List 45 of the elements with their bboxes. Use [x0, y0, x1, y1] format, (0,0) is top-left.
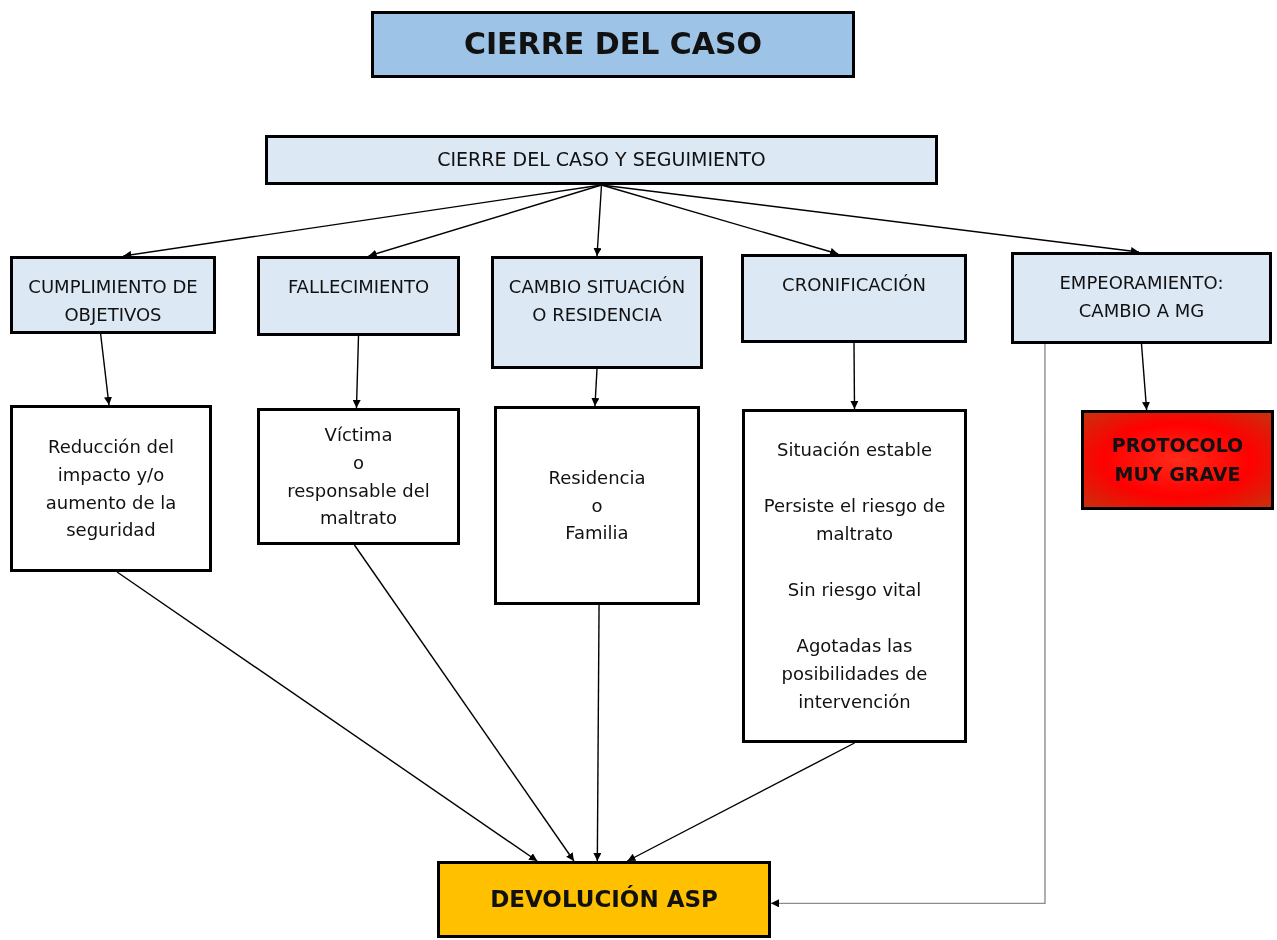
alert-box: [1081, 410, 1274, 510]
node-text: Residencia: [548, 465, 646, 490]
node-text: responsable del maltrato: [286, 478, 431, 531]
node-text: Situación estable: [777, 438, 932, 463]
node-text: FALLECIMIENTO: [287, 275, 430, 299]
node-text: Reducción del impacto y/o aumento de la seguridad: [44, 434, 178, 543]
node-text: Víctima: [324, 422, 393, 447]
outcome-box: [10, 405, 212, 572]
category-box: [1011, 252, 1272, 344]
arrow: [116, 571, 538, 862]
node-text: DEVOLUCIÓN ASP: [490, 884, 718, 914]
process-box: [265, 135, 938, 185]
arrow: [770, 343, 1046, 908]
arrow: [626, 742, 856, 862]
category-box: [257, 256, 460, 336]
node-text: o: [591, 493, 603, 518]
node-text: Familia: [565, 521, 629, 546]
result-box: [437, 861, 771, 938]
category-box: [10, 256, 216, 334]
category-box: [741, 254, 967, 343]
node-text: CUMPLIMIENTO DE OBJETIVOS: [27, 275, 199, 327]
node-text: CIERRE DEL CASO: [463, 25, 763, 64]
arrow: [367, 184, 603, 258]
arrow: [99, 333, 112, 406]
outcome-box: [257, 408, 460, 545]
title-box: [371, 11, 855, 78]
node-text: PROTOCOLO MUY GRAVE: [1110, 432, 1245, 487]
arrow: [593, 604, 602, 862]
arrow: [850, 342, 859, 410]
node-text: CIERRE DEL CASO Y SEGUIMIENTO: [437, 147, 766, 173]
arrow: [353, 544, 575, 862]
arrow: [352, 335, 361, 409]
arrow: [593, 184, 603, 257]
node-text: CAMBIO SITUACIÓN O RESIDENCIA: [507, 275, 687, 327]
arrow: [591, 368, 600, 407]
node-text: Persiste el riesgo de maltrato: [762, 494, 947, 547]
node-text: Agotadas las posibilidades de intervención: [780, 634, 929, 714]
node-text: o: [353, 450, 364, 475]
node-text: Sin riesgo vital: [787, 578, 922, 603]
outcome-box: [742, 409, 967, 743]
node-text: CRONIFICACIÓN: [782, 273, 926, 297]
category-box: [491, 256, 703, 369]
outcome-box: [494, 406, 700, 605]
arrow: [1140, 343, 1150, 411]
node-text: EMPEORAMIENTO: CAMBIO A MG: [1058, 271, 1225, 323]
